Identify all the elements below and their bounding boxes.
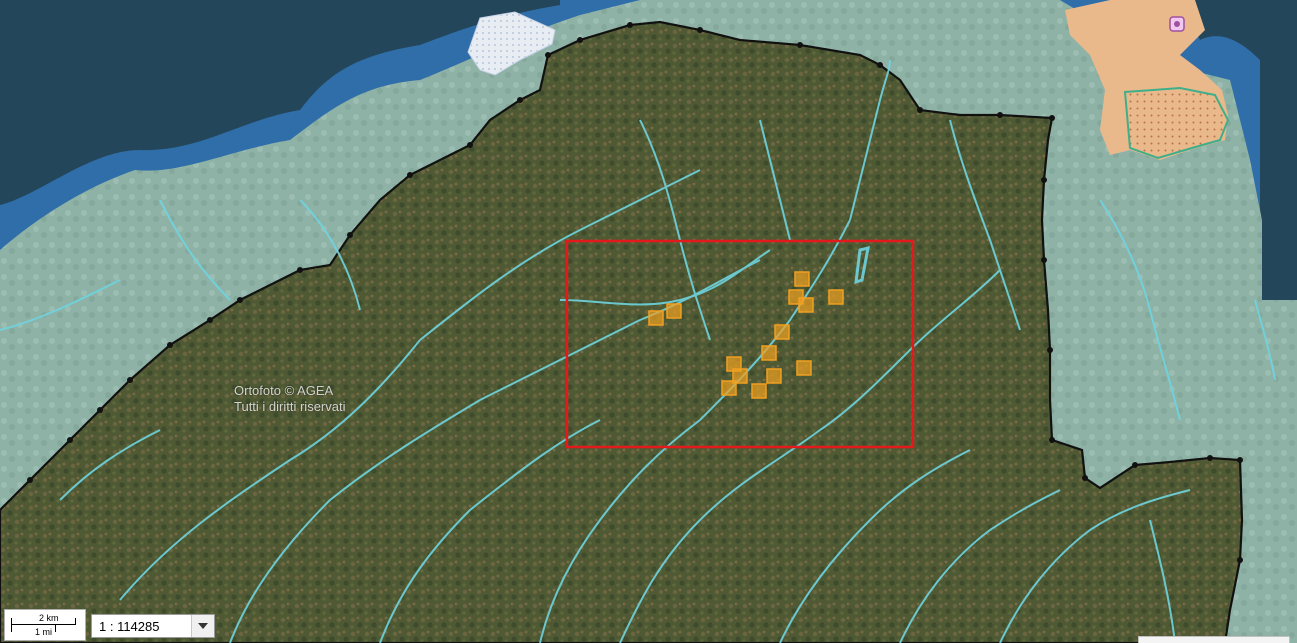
parcel-marker (732, 368, 748, 384)
parcel-marker (721, 380, 737, 396)
parcel-marker (796, 360, 812, 376)
selection-rectangle[interactable] (565, 239, 915, 449)
scale-km-label: 2 km (39, 613, 59, 623)
scale-value: 1 : 114285 (99, 619, 160, 634)
chevron-down-icon[interactable] (191, 615, 214, 637)
coastal-shallows (0, 0, 1297, 300)
scale-bar: 2 km 1 mi (4, 609, 86, 641)
river-network (0, 59, 1276, 643)
parcel-marker (794, 271, 810, 287)
scale-mi-label: 1 mi (35, 627, 53, 637)
parcel-marker (751, 383, 767, 399)
corner-panel (1138, 636, 1290, 643)
parcel-marker (766, 368, 782, 384)
parcel-marker (648, 310, 664, 326)
boundary-vertices (27, 22, 1243, 563)
parcel-marker (774, 324, 790, 340)
scale-select[interactable]: 1 : 114285 (91, 614, 215, 638)
marina (467, 11, 556, 76)
parcel-marker (828, 289, 844, 305)
parcel-marker (798, 297, 814, 313)
urban-dotted-area (1123, 86, 1230, 160)
parcel-marker (761, 345, 777, 361)
parcel-marker (666, 303, 682, 319)
parcel-markers[interactable] (648, 271, 844, 399)
